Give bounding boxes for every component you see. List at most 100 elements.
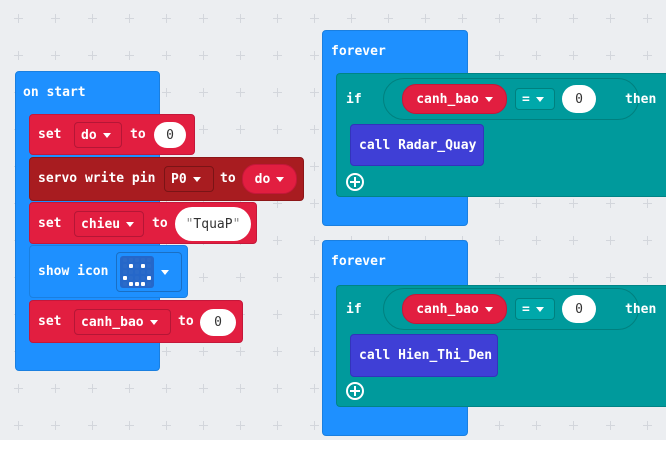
value-input-do[interactable]: 0	[154, 122, 186, 148]
led-pixel	[147, 282, 151, 286]
show-icon-block[interactable]: show icon	[29, 245, 188, 298]
grid-plus-mark	[606, 51, 615, 60]
led-pixel	[147, 270, 151, 274]
forever-label: forever	[331, 254, 386, 269]
value-input[interactable]: 0	[562, 85, 596, 113]
blocks-workspace[interactable]: on start set do to 0 servo write pin P0 …	[0, 0, 666, 440]
grid-plus-mark	[236, 125, 245, 134]
add-else-icon[interactable]	[346, 382, 364, 400]
compare-block-2[interactable]: canh_bao = 0	[383, 288, 639, 330]
led-pixel	[141, 270, 145, 274]
variable-name: canh_bao	[416, 91, 479, 107]
grid-plus-mark	[532, 199, 541, 208]
grid-plus-mark	[495, 273, 504, 282]
grid-plus-mark	[199, 51, 208, 60]
grid-plus-mark	[310, 14, 319, 23]
grid-plus-mark	[236, 421, 245, 430]
grid-plus-mark	[606, 273, 615, 282]
grid-plus-mark	[347, 14, 356, 23]
variable-reporter-do[interactable]: do	[242, 164, 297, 194]
variable-reporter-canh-bao[interactable]: canh_bao	[402, 84, 507, 114]
grid-plus-mark	[532, 421, 541, 430]
grid-plus-mark	[51, 14, 60, 23]
grid-plus-mark	[273, 88, 282, 97]
if-label: if	[346, 92, 362, 107]
grid-plus-mark	[310, 421, 319, 430]
led-pixel	[123, 276, 127, 280]
grid-plus-mark	[310, 236, 319, 245]
grid-plus-mark	[88, 51, 97, 60]
grid-plus-mark	[14, 51, 23, 60]
set-chieu-block[interactable]: set chieu to "TquaP"	[29, 202, 257, 244]
chevron-down-icon	[161, 270, 169, 275]
led-pixel	[147, 258, 151, 262]
set-do-block[interactable]: set do to 0	[29, 114, 195, 155]
grid-plus-mark	[495, 236, 504, 245]
grid-plus-mark	[532, 273, 541, 282]
grid-plus-mark	[51, 421, 60, 430]
string-value: TquaP	[193, 216, 233, 232]
led-pixel	[135, 282, 139, 286]
grid-plus-mark	[643, 14, 652, 23]
to-label: to	[130, 127, 146, 142]
led-pixel	[123, 264, 127, 268]
led-pixel	[129, 258, 133, 262]
variable-dropdown-do[interactable]: do	[74, 122, 122, 148]
led-pixel	[135, 258, 139, 262]
operator-dropdown[interactable]: =	[515, 298, 555, 320]
led-pixel	[135, 276, 139, 280]
led-pixel	[135, 270, 139, 274]
pin-dropdown[interactable]: P0	[164, 166, 214, 192]
grid-plus-mark	[236, 51, 245, 60]
servo-write-pin-block[interactable]: servo write pin P0 to do	[29, 157, 304, 201]
icon-picker[interactable]	[116, 252, 182, 292]
grid-plus-mark	[125, 421, 134, 430]
grid-plus-mark	[273, 199, 282, 208]
grid-plus-mark	[606, 421, 615, 430]
grid-plus-mark	[310, 273, 319, 282]
set-canh-bao-block[interactable]: set canh_bao to 0	[29, 300, 243, 343]
operator-symbol: =	[522, 91, 530, 107]
grid-plus-mark	[532, 51, 541, 60]
compare-block-1[interactable]: canh_bao = 0	[383, 78, 639, 120]
grid-plus-mark	[199, 273, 208, 282]
value-input-canh-bao[interactable]: 0	[200, 309, 236, 336]
grid-plus-mark	[199, 14, 208, 23]
servo-write-pin-label: servo write pin	[38, 171, 156, 186]
led-pixel	[123, 282, 127, 286]
variable-reporter-canh-bao[interactable]: canh_bao	[402, 294, 507, 324]
grid-plus-mark	[273, 273, 282, 282]
grid-plus-mark	[199, 421, 208, 430]
add-else-icon[interactable]	[346, 173, 364, 191]
grid-plus-mark	[14, 421, 23, 430]
grid-plus-mark	[606, 236, 615, 245]
led-pixel	[147, 276, 151, 280]
grid-plus-mark	[643, 273, 652, 282]
close-quote: "	[232, 216, 241, 232]
variable-name: do	[81, 127, 97, 143]
grid-plus-mark	[384, 14, 393, 23]
value-input[interactable]: 0	[562, 295, 596, 323]
variable-name: chieu	[81, 216, 121, 232]
string-input-chieu[interactable]: "TquaP"	[175, 207, 251, 241]
grid-plus-mark	[495, 51, 504, 60]
variable-dropdown-canh-bao[interactable]: canh_bao	[74, 309, 171, 335]
set-label: set	[38, 216, 62, 231]
operator-dropdown[interactable]: =	[515, 88, 555, 110]
variable-name: do	[254, 171, 271, 187]
grid-plus-mark	[199, 384, 208, 393]
call-hien-thi-den-block[interactable]: call Hien_Thi_Den	[350, 334, 498, 377]
grid-plus-mark	[310, 310, 319, 319]
led-pixel	[141, 282, 145, 286]
grid-plus-mark	[273, 14, 282, 23]
to-label: to	[220, 171, 236, 186]
call-radar-quay-block[interactable]: call Radar_Quay	[350, 124, 484, 166]
grid-plus-mark	[162, 421, 171, 430]
grid-plus-mark	[310, 347, 319, 356]
variable-dropdown-chieu[interactable]: chieu	[74, 211, 144, 237]
grid-plus-mark	[199, 125, 208, 134]
happy-face-icon	[120, 256, 154, 288]
grid-plus-mark	[236, 88, 245, 97]
grid-plus-mark	[532, 14, 541, 23]
grid-plus-mark	[199, 347, 208, 356]
